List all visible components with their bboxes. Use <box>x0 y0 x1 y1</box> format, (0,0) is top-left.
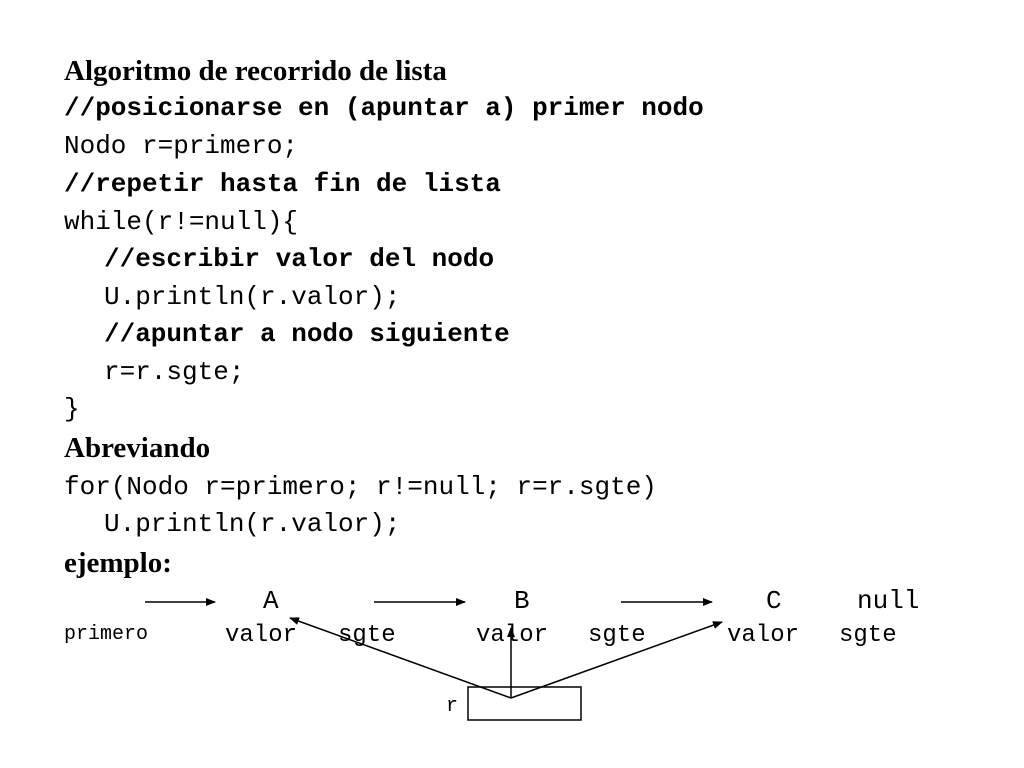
comment-line: //apuntar a nodo siguiente <box>104 319 510 349</box>
node-field-sgte: sgte <box>588 622 646 649</box>
comment-line: //repetir hasta fin de lista <box>64 169 501 199</box>
node-field-valor: valor <box>225 622 298 649</box>
null-label: null <box>857 586 920 616</box>
node-field-valor: valor <box>727 622 800 649</box>
arrow-r-to-c <box>510 621 723 699</box>
code-line: r=r.sgte; <box>104 357 245 387</box>
node-label: B <box>514 586 530 616</box>
node-field-sgte: sgte <box>839 622 897 649</box>
code-line: } <box>64 394 80 424</box>
section-heading: Abreviando <box>64 432 211 464</box>
example-heading: ejemplo: <box>64 547 172 579</box>
code-line: for(Nodo r=primero; r!=null; r=r.sgte) <box>64 472 657 502</box>
comment-line: //escribir valor del nodo <box>104 244 495 274</box>
code-line: while(r!=null){ <box>64 207 299 237</box>
code-line: U.println(r.valor); <box>104 509 401 539</box>
node-label: A <box>263 586 279 616</box>
code-line: U.println(r.valor); <box>104 282 401 312</box>
comment-line: //posicionarse en (apuntar a) primer nod… <box>64 93 704 123</box>
code-line: Nodo r=primero; <box>64 131 299 161</box>
arrow-r-to-a <box>289 617 512 699</box>
slide-title: Algoritmo de recorrido de lista <box>64 55 447 87</box>
pointer-label: r <box>446 695 459 718</box>
node-field-sgte: sgte <box>338 622 396 649</box>
pointer-box <box>467 686 582 721</box>
node-label: C <box>766 586 782 616</box>
head-label: primero <box>64 623 149 646</box>
